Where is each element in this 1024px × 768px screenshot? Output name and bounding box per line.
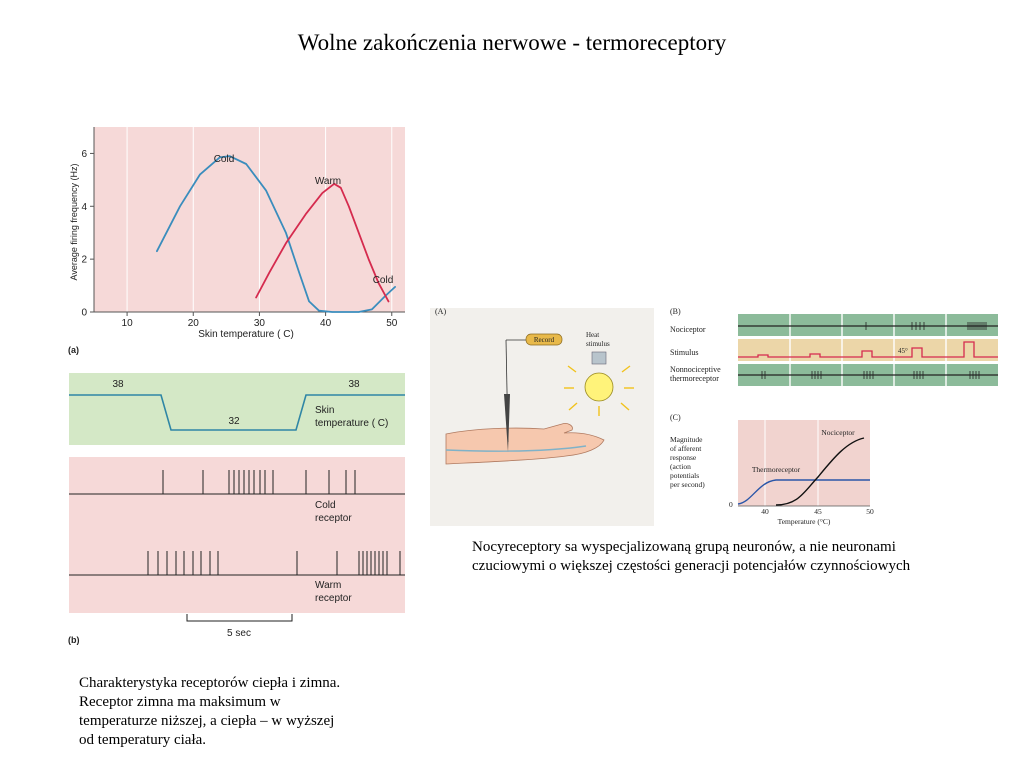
skin-temp-32: 32 (228, 416, 240, 427)
y-tick-label: 2 (81, 255, 87, 266)
warm-receptor-label-2: receptor (315, 593, 352, 604)
electrode-needle (504, 394, 510, 452)
y-tick-label: 4 (81, 202, 87, 213)
chart-a: 10 20 30 40 50 0 2 4 6 Cold Warm Cold Skin tempe… (69, 127, 405, 340)
graph-c-xlabel: Temperature (°C) (778, 517, 831, 526)
graph-c-ylabel-line: response (670, 453, 697, 462)
series-line-warm (255, 182, 390, 303)
row-nonnoci-label-2: thermoreceptor (670, 374, 719, 383)
warm-spike-train (147, 551, 401, 575)
caption-left: Charakterystyka receptorów ciepła i zimn… (79, 674, 389, 750)
caption-left-line: temperaturze niższej, a ciepła – w wyższ… (79, 713, 335, 729)
panel-a-label: (A) (435, 307, 446, 316)
caption-right: Nocyreceptory sa wyspecjalizowaną grupą … (472, 538, 992, 576)
graph-c-ylabel-line: per second) (670, 480, 705, 489)
graph-c-zero: 0 (729, 500, 733, 509)
graph-c-x45: 45 (814, 507, 822, 516)
y-tick-label: 6 (81, 149, 87, 160)
cold-spike-train (162, 470, 356, 494)
stimulus-trace (738, 341, 998, 358)
skin-temp-38-right: 38 (348, 379, 360, 390)
caption-right-line: czuciowymi o większej częstości generacj… (472, 558, 911, 574)
bulb-socket (591, 351, 607, 365)
graph-c-thermoreceptor-label: Thermoreceptor (752, 465, 801, 474)
cold-receptor-label-1: Cold (315, 500, 336, 511)
heat-label-2: stimulus (586, 340, 610, 348)
series-line-cold (156, 155, 397, 313)
light-bulb-icon (584, 372, 614, 402)
row-stimulus-label: Stimulus (670, 348, 698, 357)
skin-temp-trace (69, 394, 405, 431)
stimulus-row-bg (738, 339, 998, 361)
y-tick-label: 0 (81, 308, 87, 319)
deg-45-label: 45° (898, 347, 908, 355)
row-nociceptor-label: Nociceptor (670, 325, 706, 334)
label-cold: Cold (214, 154, 235, 165)
x-tick-label: 50 (386, 318, 398, 329)
graph-c-ylabel: Magnitude of afferent response (action p… (670, 435, 705, 489)
cold-receptor-label-2: receptor (315, 513, 352, 524)
skin-temp-background (69, 373, 405, 445)
nociceptor-curve (775, 437, 865, 506)
warm-receptor-label-1: Warm (315, 580, 341, 591)
graph-c-background (738, 420, 870, 506)
graph-c-nociceptor-label: Nociceptor (821, 428, 855, 437)
caption-left-line: Charakterystyka receptorów ciepła i zimn… (79, 675, 341, 691)
x-tick-label: 20 (188, 318, 200, 329)
record-label: Record (534, 336, 555, 344)
label-cold-2: Cold (373, 275, 394, 286)
time-scale-label: 5 sec (227, 628, 251, 639)
skin-temp-label-1: Skin (315, 405, 334, 416)
row-nonnoci-label-1: Nonnociceptive (670, 365, 721, 374)
nociceptor-row-bg (738, 314, 998, 336)
thermoreceptor-curve (737, 479, 870, 505)
record-button[interactable] (525, 333, 563, 346)
x-axis-label: Skin temperature ( C) (198, 329, 294, 340)
graph-c-ylabel-line: potentials (670, 471, 699, 480)
left-figure: 10 20 30 40 50 0 2 4 6 Cold Warm Cold Skin tempe… (66, 127, 411, 652)
heat-rays (564, 365, 634, 416)
skin-temp-38-left: 38 (112, 379, 124, 390)
label-warm: Warm (315, 176, 341, 187)
panel-c-label: (C) (670, 413, 681, 422)
caption-right-line: Nocyreceptory sa wyspecjalizowaną grupą … (472, 539, 896, 555)
heat-label-1: Heat (586, 331, 599, 339)
graph-c-ylabel-line: Magnitude (670, 435, 703, 444)
nociceptor-spikes (865, 322, 987, 330)
y-axis-label: Average firing frequency (Hz) (69, 164, 79, 281)
slide-title: Wolne zakończenia nerwowe - termorecepto… (297, 30, 727, 55)
graph-c-grid (764, 420, 819, 506)
chart-a-background (94, 127, 405, 312)
panel-b-label: (B) (670, 307, 681, 316)
graph-c-ylabel-line: of afferent (670, 444, 702, 453)
spike-traces-background (69, 457, 405, 613)
graph-c-x40: 40 (761, 507, 769, 516)
graph-c-x50: 50 (866, 507, 874, 516)
x-tick-label: 40 (320, 318, 332, 329)
caption-left-line: od temperatury ciała. (79, 732, 207, 748)
nerve-fiber (445, 445, 587, 452)
forearm-illustration (445, 423, 605, 465)
right-figure: (A) Record Heat stimulus (B) Nociceptor … (426, 302, 999, 528)
caption-left-line: Receptor zimna ma maksimum w (79, 694, 281, 710)
graph-c-ylabel-line: (action (670, 462, 691, 471)
x-tick-label: 10 (122, 318, 134, 329)
thermoreceptor-spikes (761, 371, 980, 379)
x-tick-label: 30 (254, 318, 266, 329)
panel-b-label: (b) (68, 635, 80, 645)
panel-a-label: (a) (68, 345, 79, 355)
skin-temp-label-2: temperature ( C) (315, 418, 388, 429)
time-scale-bar (186, 614, 293, 622)
